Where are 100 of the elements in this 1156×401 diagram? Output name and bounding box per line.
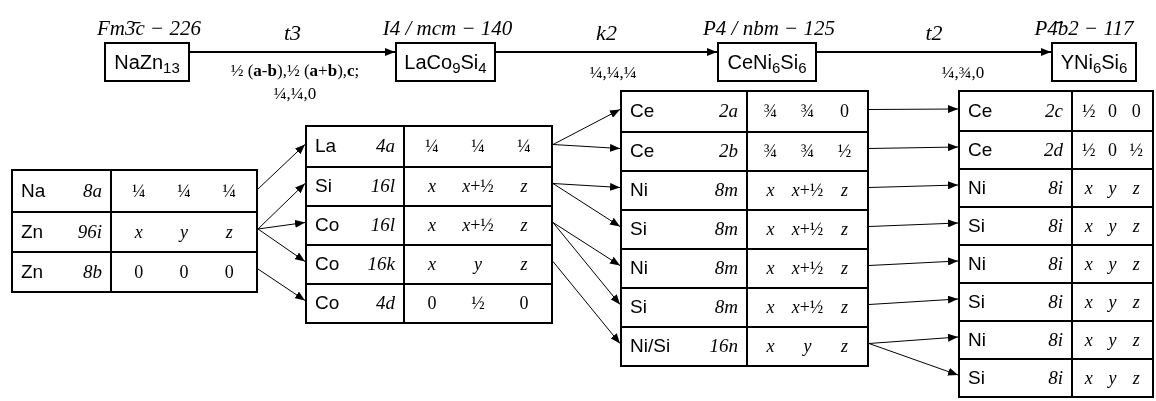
coordinate: x	[428, 214, 436, 237]
coordinate: z	[841, 296, 848, 319]
coordinate: x	[766, 179, 775, 202]
coordinate: 0	[1131, 99, 1141, 123]
coordinate: 0	[1108, 138, 1117, 162]
wyckoff-position: 8i	[1048, 251, 1063, 276]
coordinate: ½	[1129, 138, 1143, 162]
compound-formula: NaZn$_{13}$	[114, 50, 180, 77]
table-row	[960, 244, 1152, 282]
arrow	[257, 183, 306, 230]
element-symbol: Zn	[21, 219, 44, 244]
arrow	[868, 333, 959, 344]
wyckoff-position: 2a	[719, 99, 738, 124]
coordinate: y	[1108, 176, 1117, 200]
wyckoff-position: 8m	[714, 256, 738, 281]
space-group-heading: P4̄b2 − 117	[1034, 18, 1134, 39]
wyckoff-position: 16l	[370, 213, 395, 238]
element-symbol: Ni/Si	[630, 334, 671, 359]
coordinate: 0	[224, 260, 234, 284]
coordinate: x	[1084, 328, 1093, 352]
coordinate: ¼	[425, 135, 439, 158]
wyckoff-position: 8i	[1048, 175, 1063, 200]
wyckoff-position: 2b	[719, 139, 738, 164]
compound-formula: YNi$_{6}$Si$_{6}$	[1060, 50, 1128, 77]
coordinate: ¾	[763, 100, 778, 123]
coordinate: x	[1084, 214, 1093, 238]
element-symbol: Si	[315, 174, 332, 199]
table-row	[960, 130, 1152, 168]
coordinate: x	[766, 257, 775, 280]
coordinate: x	[1084, 290, 1093, 314]
arrow	[552, 143, 621, 152]
coordinate: z	[841, 257, 848, 280]
table-row	[307, 244, 551, 283]
coordinate: z	[520, 214, 528, 237]
coordinate: x	[428, 253, 436, 276]
coordinate: y	[180, 220, 188, 244]
arrow	[868, 219, 959, 228]
space-group-heading: I4 / mcm − 140	[382, 18, 513, 39]
element-symbol: Ni	[968, 251, 986, 276]
coordinate: x+½	[791, 218, 824, 241]
arrow	[868, 143, 959, 152]
coordinate: x+½	[462, 175, 494, 198]
coordinate: x	[766, 296, 775, 319]
transformation-label: ¼,¼,¼	[588, 62, 638, 84]
arrow	[257, 228, 306, 262]
table-row	[960, 320, 1152, 358]
coordinate: x	[134, 220, 143, 244]
table-row	[622, 209, 867, 248]
coordinate: 0	[1108, 99, 1117, 123]
wyckoff-position: 8i	[1048, 213, 1063, 238]
arrow	[257, 219, 306, 230]
element-symbol: Si	[968, 213, 985, 238]
table-row	[622, 170, 867, 209]
wyckoff-position: 16k	[367, 252, 395, 277]
table-row	[960, 206, 1152, 244]
table-row	[307, 205, 551, 244]
table-row	[307, 166, 551, 205]
coordinate: y	[1108, 328, 1117, 352]
coordinate: x	[766, 218, 775, 241]
element-symbol: La	[315, 134, 337, 159]
coordinate: y	[803, 335, 812, 358]
element-symbol: Si	[630, 295, 647, 320]
coordinate: x	[1084, 366, 1093, 390]
element-symbol: Zn	[21, 259, 44, 284]
coordinate: ½	[1082, 138, 1096, 162]
coordinate: z	[1132, 366, 1140, 390]
table-row	[622, 326, 867, 365]
arrow	[868, 181, 959, 190]
coordinate: x	[428, 175, 436, 198]
arrow	[552, 183, 621, 227]
space-group-heading: P4 / nbm − 125	[703, 18, 835, 39]
coordinate: x+½	[462, 214, 494, 237]
coordinate: x+½	[791, 296, 824, 319]
wyckoff-table	[11, 169, 258, 293]
table-row	[960, 358, 1152, 396]
coordinate: 0	[179, 260, 189, 284]
coordinate: ¼	[471, 135, 485, 158]
element-symbol: Ni	[968, 175, 986, 200]
transformation-label: ¼,¼,0	[272, 83, 318, 105]
wyckoff-position: 8m	[714, 217, 738, 242]
arrow	[552, 222, 621, 305]
coordinate: 0	[519, 292, 529, 315]
element-symbol: Na	[21, 178, 46, 203]
arrow	[495, 48, 718, 56]
wyckoff-position: 8i	[1048, 365, 1063, 390]
arrow	[189, 48, 396, 56]
wyckoff-position: 16l	[370, 174, 395, 199]
coordinate: ½	[1082, 99, 1096, 123]
arrow	[816, 48, 1052, 56]
compound-formula: LaCo$_{9}$Si$_{4}$	[404, 50, 487, 77]
wyckoff-position: 8a	[83, 178, 102, 203]
element-symbol: Ce	[968, 98, 993, 123]
compound-formula: CeNi$_{6}$Si$_{6}$	[727, 50, 807, 77]
transformation-label: ¼,¾,0	[940, 62, 986, 84]
coordinate: ¾	[763, 140, 778, 163]
arrow	[552, 261, 621, 344]
coordinate: z	[1132, 176, 1140, 200]
element-symbol: Si	[968, 365, 985, 390]
element-symbol: Co	[315, 213, 340, 238]
coordinate: ¼	[177, 179, 191, 203]
